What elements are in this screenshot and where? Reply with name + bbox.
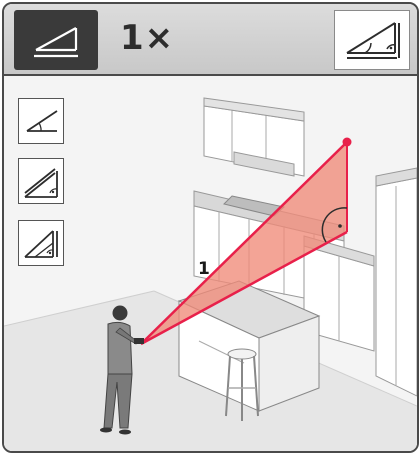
zoom-level-label: 1× — [120, 14, 174, 62]
angle-measure-icon — [19, 99, 63, 143]
mode-button[interactable] — [14, 10, 98, 70]
pythagoras-three-point-icon — [19, 221, 63, 265]
top-bar: 1× — [4, 4, 417, 76]
function-button[interactable] — [334, 10, 410, 70]
pythagoras-two-point-button[interactable] — [18, 158, 64, 204]
indirect-height-measure-icon — [335, 11, 409, 69]
pythagoras-three-point-button[interactable] — [18, 220, 64, 266]
distance-marker-label: 1 — [198, 259, 210, 279]
pythagoras-two-point-icon — [19, 159, 63, 203]
kitchen-scene-illustration — [4, 76, 417, 451]
single-angle-measure-icon — [14, 10, 98, 70]
angle-measure-button[interactable] — [18, 98, 64, 144]
